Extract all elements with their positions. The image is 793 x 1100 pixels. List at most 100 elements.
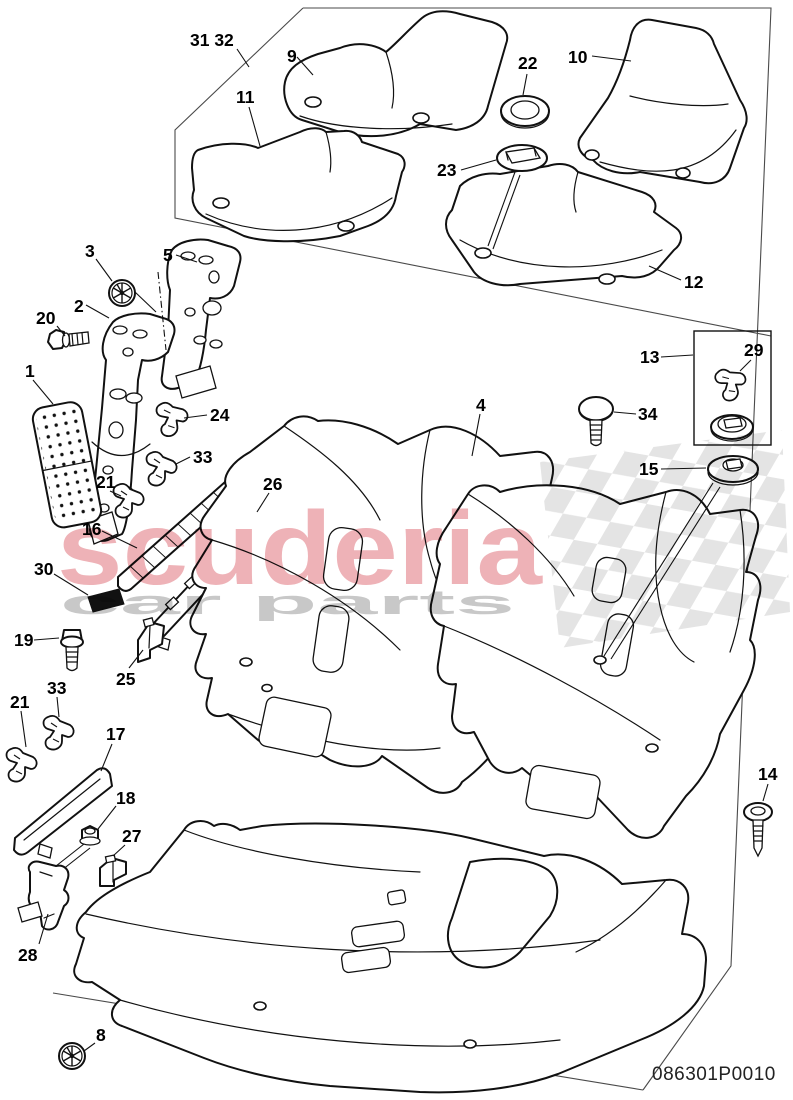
leader-31-32 — [236, 48, 250, 68]
callout-11: 11 — [236, 87, 255, 107]
leader-13 — [660, 354, 694, 358]
checkered-flag — [540, 430, 790, 648]
leader-10 — [591, 55, 632, 62]
leader-26 — [256, 492, 270, 513]
grommet-22 — [500, 95, 550, 129]
floor-mat-10 — [577, 18, 748, 185]
leader-19 — [33, 637, 60, 641]
leader-30 — [53, 573, 89, 596]
callout-18: 18 — [116, 788, 136, 808]
leader-16 — [101, 530, 138, 549]
leader-25 — [128, 649, 144, 669]
callout-24: 24 — [210, 405, 230, 425]
callout-3: 3 — [85, 241, 95, 261]
callout-16: 16 — [82, 519, 102, 539]
screw-34 — [578, 396, 614, 447]
callout-5: 5 — [163, 245, 173, 265]
leader-23 — [460, 159, 497, 171]
leader-34 — [613, 411, 637, 415]
leader-11 — [248, 106, 261, 147]
callout-15: 15 — [639, 459, 659, 479]
callout-20: 20 — [36, 308, 56, 328]
carpet-rear — [73, 820, 707, 1094]
callout-9: 9 — [287, 46, 297, 66]
floor-mat-12 — [445, 163, 682, 287]
leader-28 — [38, 913, 49, 945]
callout-21b: 21 — [10, 692, 30, 712]
leader-23-install — [487, 171, 521, 250]
callout-33a: 33 — [193, 447, 213, 467]
clip-21-lower — [5, 746, 38, 783]
callout-22: 22 — [518, 53, 538, 73]
leader-1 — [32, 379, 54, 405]
clip-33-upper — [145, 450, 178, 487]
leader-12 — [648, 265, 682, 281]
leader-33a — [175, 456, 191, 465]
bolt-19 — [60, 629, 84, 672]
callout-23: 23 — [437, 160, 457, 180]
screw-14 — [743, 802, 773, 858]
callout-2: 2 — [74, 296, 84, 316]
leader-3 — [95, 258, 113, 282]
watermark-brand: scuderia — [57, 491, 543, 607]
leader-5 — [175, 254, 198, 263]
callout-8: 8 — [96, 1025, 106, 1045]
leader-8 — [83, 1042, 96, 1052]
bolt-20 — [47, 329, 90, 350]
callout-25: 25 — [116, 669, 136, 689]
leader-18 — [97, 805, 117, 830]
floor-mat-11 — [191, 127, 406, 243]
clip-24 — [154, 398, 191, 439]
callout-31-32: 31 32 — [190, 30, 234, 50]
watermark-subtitle: car parts — [60, 584, 515, 622]
callout-28: 28 — [18, 945, 38, 965]
callout-33b: 33 — [47, 678, 67, 698]
callout-21a: 21 — [96, 472, 116, 492]
grommet-23 — [496, 144, 548, 172]
patch-30 — [87, 588, 125, 613]
bracket-25 — [137, 617, 165, 663]
watermark: scuderia car parts — [57, 430, 790, 648]
callout-30: 30 — [34, 559, 54, 579]
bracket-27 — [99, 854, 127, 887]
leader-17 — [100, 743, 113, 772]
leader-24 — [183, 414, 208, 419]
nut-18 — [55, 825, 101, 871]
leader-20 — [56, 325, 66, 337]
leader-27 — [112, 844, 126, 857]
callout-4: 4 — [476, 395, 486, 415]
drawing-number: 086301P0010 — [652, 1064, 776, 1085]
pillar-trim-5 — [160, 238, 242, 399]
clip-33-lower — [42, 714, 75, 751]
callout-1: 1 — [25, 361, 35, 381]
floor-mat-9 — [283, 10, 509, 138]
leader-9 — [296, 56, 314, 76]
callout-10: 10 — [568, 47, 588, 67]
grommet-in-box — [710, 414, 754, 442]
leader-33b — [56, 696, 60, 718]
callout-17: 17 — [106, 724, 125, 744]
sill-trim-17 — [13, 767, 113, 859]
hardware-box-13 — [693, 330, 772, 446]
leader-21a — [109, 490, 122, 497]
cap-8 — [58, 1042, 86, 1070]
callout-26: 26 — [263, 474, 283, 494]
leader-21b — [20, 710, 27, 748]
leader-2 — [85, 304, 110, 319]
clip-29 — [712, 362, 752, 404]
leader-4 — [471, 413, 481, 457]
cap-3 — [108, 271, 167, 351]
leader-22 — [522, 73, 528, 96]
callout-12: 12 — [684, 272, 704, 292]
bracket-28 — [17, 860, 70, 931]
footrest-1 — [31, 401, 103, 529]
leader-29 — [739, 359, 752, 372]
callout-27: 27 — [122, 826, 141, 846]
callout-34: 34 — [638, 404, 658, 424]
callout-labels: 31 32 9 11 22 10 23 12 3 5 2 20 1 24 33 … — [10, 30, 778, 1045]
callout-19: 19 — [14, 630, 34, 650]
callout-29: 29 — [744, 340, 764, 360]
callout-14: 14 — [758, 764, 778, 784]
